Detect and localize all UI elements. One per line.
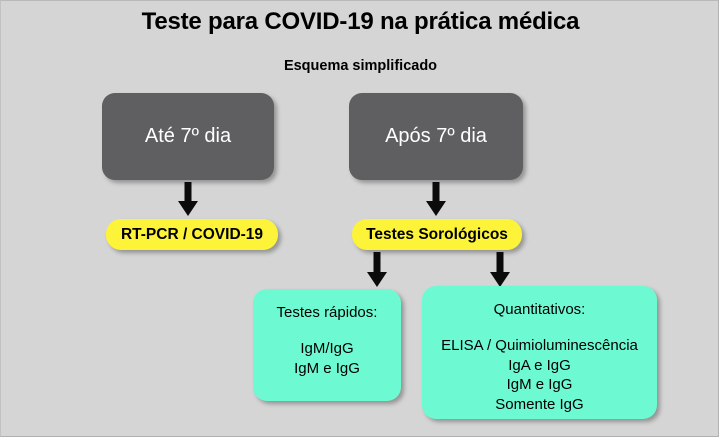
- node-quantitative-tests-item-1: IgA e IgG: [508, 356, 571, 374]
- node-rapid-tests[interactable]: Testes rápidos: IgM/IgG IgM e IgG: [253, 289, 401, 401]
- arrow-early-to-pcr: [178, 182, 198, 216]
- node-rapid-tests-heading: Testes rápidos:: [276, 304, 378, 321]
- node-quantitative-tests-item-2: IgM e IgG: [506, 376, 573, 394]
- arrow-serology-to-rapid: [367, 252, 387, 287]
- node-test-pcr-label: RT-PCR / COVID-19: [120, 225, 264, 243]
- node-stage-late-label: Após 7º dia: [385, 125, 487, 147]
- arrow-serology-to-quantitative: [490, 252, 510, 287]
- node-quantitative-tests-item-0: ELISA / Quimioluminescência: [441, 336, 638, 354]
- node-test-serology[interactable]: Testes Sorológicos: [352, 219, 522, 250]
- node-test-serology-label: Testes Sorológicos: [366, 225, 508, 243]
- node-stage-late[interactable]: Após 7º dia: [349, 93, 523, 180]
- node-stage-early-label: Até 7º dia: [144, 125, 232, 147]
- page-title: Teste para COVID-19 na prática médica: [141, 8, 580, 35]
- node-quantitative-tests-item-3: Somente IgG: [495, 396, 584, 414]
- node-test-pcr[interactable]: RT-PCR / COVID-19: [106, 219, 278, 250]
- node-stage-early[interactable]: Até 7º dia: [102, 93, 274, 180]
- node-quantitative-tests[interactable]: Quantitativos: ELISA / Quimioluminescênc…: [422, 286, 657, 419]
- node-quantitative-tests-heading: Quantitativos:: [493, 301, 586, 318]
- node-rapid-tests-item-1: IgM e IgG: [294, 359, 360, 377]
- page-subtitle: Esquema simplificado: [283, 58, 438, 74]
- arrow-late-to-serology: [426, 182, 446, 216]
- node-rapid-tests-item-0: IgM/IgG: [300, 339, 354, 357]
